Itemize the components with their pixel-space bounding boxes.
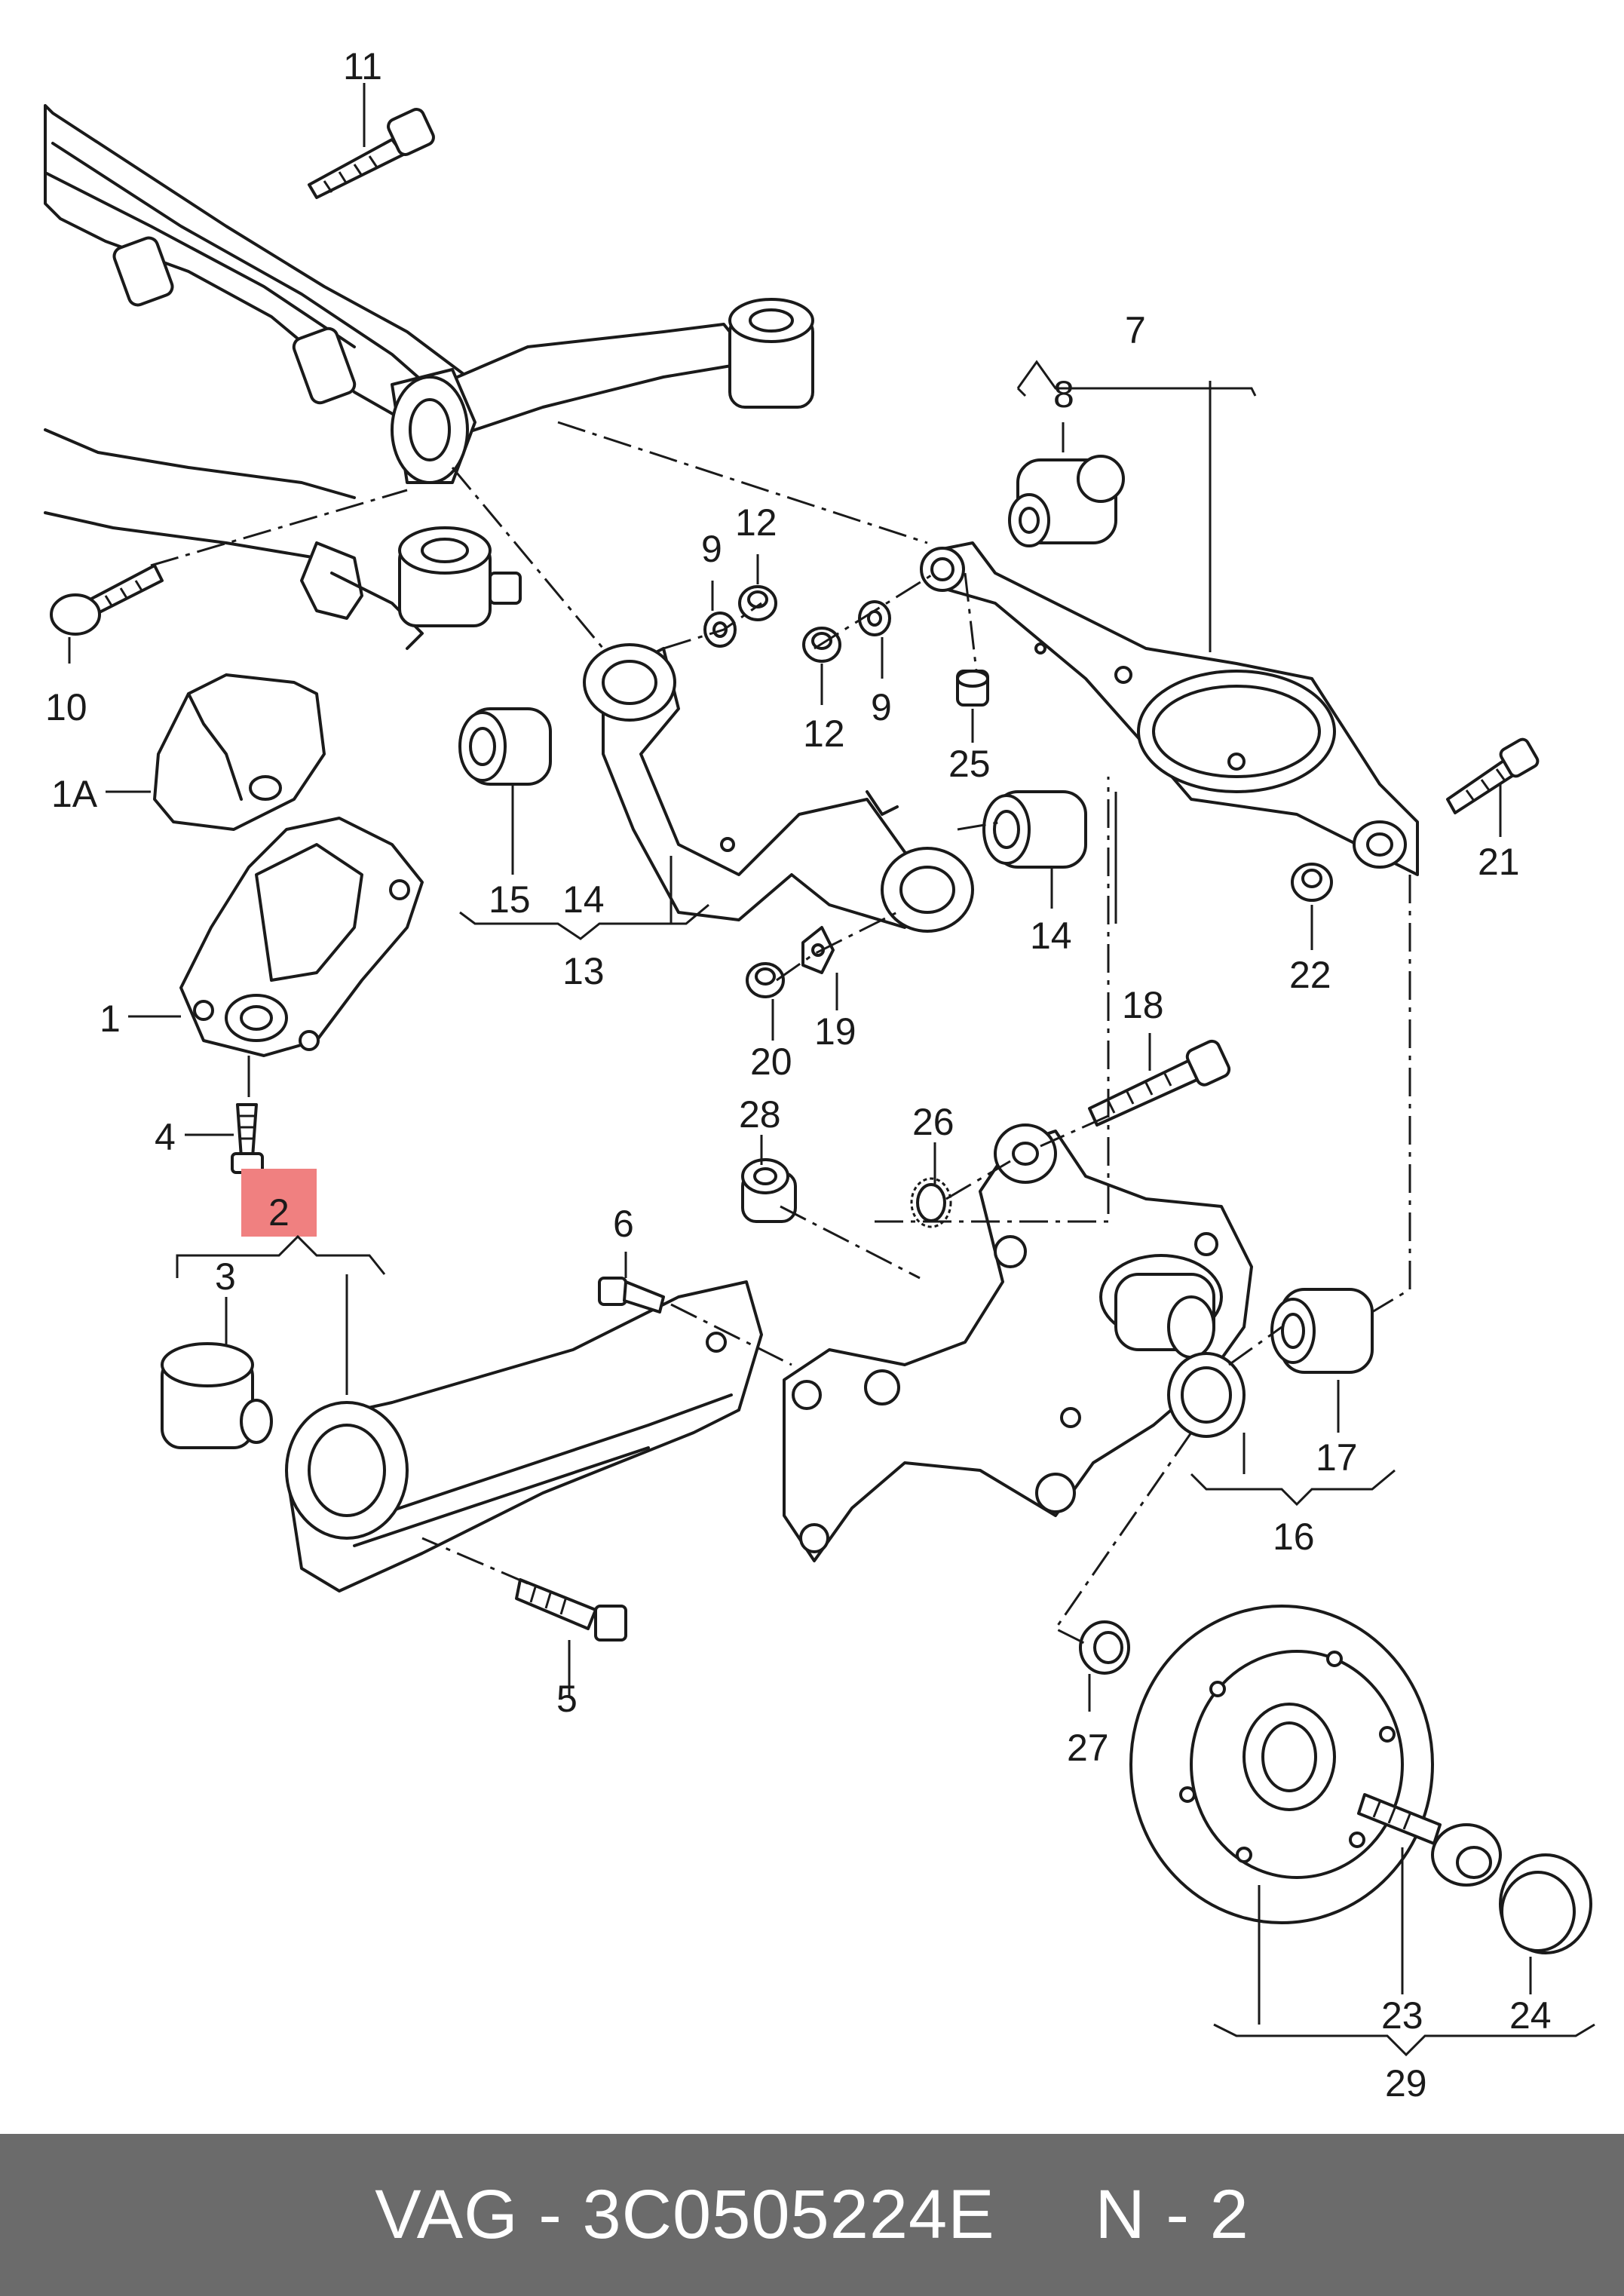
callout-2: 2 — [268, 1191, 290, 1234]
bushing-14 — [982, 790, 1087, 869]
callout-13: 13 — [562, 950, 605, 992]
callout-18: 18 — [1122, 984, 1164, 1026]
callout-21: 21 — [1478, 841, 1520, 883]
callout-5: 5 — [556, 1678, 578, 1720]
callout-3: 3 — [215, 1255, 236, 1298]
subframe-right-bushing — [728, 298, 814, 409]
bushing-17 — [1270, 1288, 1374, 1374]
lower-arm-7 — [920, 541, 1419, 876]
sleeve-25 — [956, 670, 989, 707]
nut-22 — [1291, 863, 1333, 902]
bolt-21 — [1446, 737, 1540, 814]
bushing-3 — [161, 1342, 273, 1449]
nut-12-upper — [738, 585, 777, 621]
wheel-hub-29 — [1129, 1605, 1434, 1924]
cover-1a — [153, 673, 326, 831]
callout-28: 28 — [739, 1093, 781, 1136]
callout-12-lower: 12 — [803, 713, 845, 755]
bolt-10 — [50, 564, 164, 636]
callout-7: 7 — [1125, 309, 1146, 351]
callout-8: 8 — [1053, 373, 1074, 415]
washer-9-lower — [858, 600, 891, 636]
bushing-28 — [741, 1158, 797, 1223]
trailing-arm — [161, 1280, 763, 1592]
bolt-5 — [515, 1578, 627, 1642]
callout-23: 23 — [1381, 1994, 1423, 2037]
subframe — [44, 104, 814, 650]
callout-14-right: 14 — [1030, 915, 1072, 957]
callout-16: 16 — [1273, 1516, 1315, 1558]
callout-11: 11 — [343, 45, 382, 87]
screw-4 — [231, 1103, 264, 1174]
callout-4: 4 — [155, 1116, 176, 1158]
footer-brand: VAG — [375, 2176, 519, 2253]
bushing-15 — [458, 707, 552, 786]
footer-caption: VAG - 3C0505224E N - 2 — [375, 2176, 1249, 2253]
upper-arm-13 — [583, 643, 974, 933]
bolt-11 — [308, 108, 435, 199]
callout-14-left: 14 — [562, 878, 605, 921]
alignment-lines — [150, 421, 1411, 1645]
washer-26 — [910, 1177, 952, 1228]
callout-29: 29 — [1385, 2062, 1427, 2104]
callout-1a: 1A — [51, 773, 98, 815]
callout-27: 27 — [1067, 1727, 1109, 1769]
washer-19 — [801, 926, 835, 974]
callout-19: 19 — [814, 1010, 856, 1053]
callout-24: 24 — [1509, 1994, 1552, 2037]
bolt-23 — [1357, 1793, 1502, 1887]
callout-20: 20 — [750, 1041, 792, 1083]
bolt-18 — [1088, 1039, 1231, 1127]
subframe-lower-bushing — [398, 526, 522, 627]
callout-9-lower: 9 — [871, 686, 892, 728]
exploded-parts-diagram: 11 10 1A 1 4 2 3 5 6 7 8 9 12 12 9 25 15… — [44, 45, 1595, 2104]
callout-6: 6 — [613, 1203, 634, 1245]
callout-15: 15 — [489, 878, 531, 921]
subframe-center-bushing — [391, 368, 476, 484]
cap-24 — [1499, 1853, 1592, 1954]
callout-10: 10 — [45, 686, 87, 728]
bolt-6 — [598, 1277, 665, 1314]
footer-bar: VAG - 3C0505224E N - 2 — [0, 2134, 1624, 2296]
callout-1: 1 — [100, 998, 121, 1040]
callout-26: 26 — [912, 1101, 954, 1143]
callout-17: 17 — [1316, 1436, 1358, 1479]
bushing-8 — [1008, 455, 1125, 547]
highlight-box-2 — [241, 1169, 317, 1237]
wheel-carrier — [783, 1123, 1253, 1562]
callout-12-upper: 12 — [735, 501, 777, 544]
callout-22: 22 — [1289, 954, 1331, 996]
callout-9-upper: 9 — [701, 528, 722, 570]
footer-position: N - 2 — [1095, 2176, 1249, 2253]
seal-27 — [1079, 1620, 1130, 1675]
bracket-1 — [179, 817, 424, 1057]
callout-labels: 11 10 1A 1 4 2 3 5 6 7 8 9 12 12 9 25 15… — [45, 45, 1552, 2104]
nut-20 — [746, 962, 785, 998]
footer-part-number: 3C0505224E — [582, 2176, 995, 2253]
leader-lines — [68, 83, 1595, 2057]
callout-25: 25 — [948, 743, 991, 785]
